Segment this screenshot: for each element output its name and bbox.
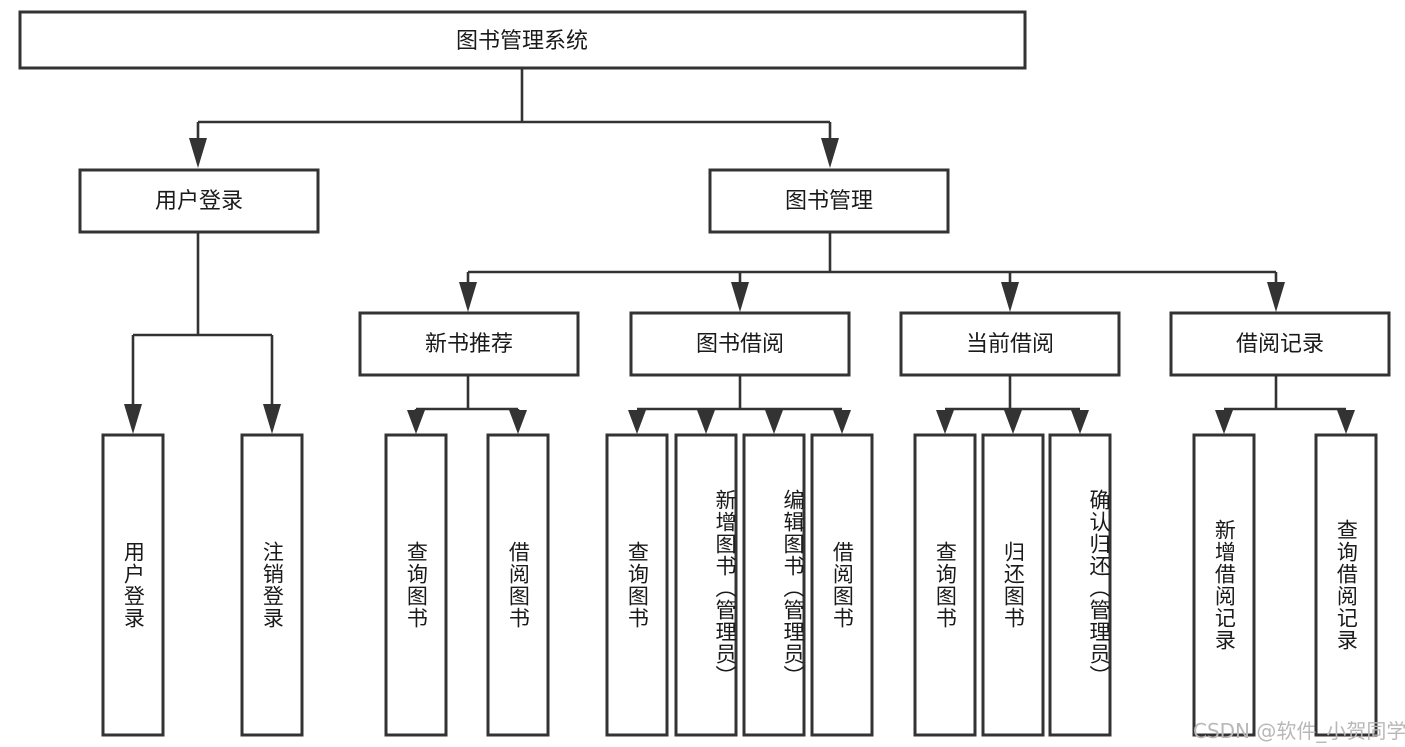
node-borrow-record-box[interactable] (1169, 311, 1391, 377)
node-book-borrow-label: 图书借阅 (696, 332, 784, 357)
leaf-query-record-box[interactable] (1314, 433, 1378, 737)
leaf-borrow-book-2-box[interactable] (810, 433, 874, 737)
connector-group-root (189, 68, 839, 168)
leaf-borrow-book-1-box[interactable] (486, 433, 550, 737)
connector-group-current (936, 375, 1089, 434)
connector-group-records (1215, 375, 1355, 434)
arrow-leaf-confirm-return (1071, 410, 1089, 434)
node-new-book-recommend-label: 新书推荐 (425, 332, 513, 357)
node-book-management-box[interactable] (708, 168, 950, 234)
node-root-box[interactable] (18, 10, 1027, 70)
arrow-to-records (1267, 282, 1285, 312)
node-root-label: 图书管理系统 (456, 29, 588, 54)
arrow-leaf-user-login (124, 404, 142, 434)
leaf-user-logout-box[interactable] (240, 433, 304, 737)
node-book-borrow-box[interactable] (629, 311, 851, 377)
connector-group-newbook (407, 375, 527, 434)
leaf-query-book-1-box[interactable] (384, 433, 448, 737)
arrow-leaf-query-book-2 (628, 410, 646, 434)
csdn-watermark: CSDN @软件_小贺同学 (1193, 719, 1405, 743)
leaf-query-book-3-box[interactable] (913, 433, 977, 737)
arrow-leaf-borrow-book-2 (833, 410, 851, 434)
node-current-borrow-box[interactable] (899, 311, 1121, 377)
arrow-leaf-query-record (1337, 410, 1355, 434)
node-new-book-recommend-box[interactable] (358, 311, 580, 377)
arrow-leaf-edit-book (765, 410, 783, 434)
arrow-leaf-borrow-book-1 (509, 410, 527, 434)
connector-group-bookmgmt (459, 232, 1285, 312)
arrow-leaf-return-book (1004, 410, 1022, 434)
leaf-return-book-box[interactable] (981, 433, 1045, 737)
arrow-to-current (1001, 282, 1019, 312)
arrow-leaf-query-book-3 (936, 410, 954, 434)
leaf-query-book-2-box[interactable] (605, 433, 669, 737)
arrow-leaf-user-logout (263, 404, 281, 434)
leaf-add-record-box[interactable] (1192, 433, 1256, 737)
arrow-leaf-add-book (697, 410, 715, 434)
leaf-edit-book-box[interactable] (742, 433, 806, 737)
leaf-add-book-box[interactable] (674, 433, 738, 737)
arrow-to-borrow (731, 282, 749, 312)
arrow-to-newbook (459, 282, 477, 312)
node-user-login-label: 用户登录 (155, 189, 243, 214)
arrow-leaf-query-book-1 (407, 410, 425, 434)
arrow-to-userlogin (189, 138, 207, 168)
node-book-management-label: 图书管理 (785, 189, 873, 214)
node-borrow-record-label: 借阅记录 (1236, 332, 1324, 357)
arrow-leaf-add-record (1215, 410, 1233, 434)
node-current-borrow-label: 当前借阅 (966, 332, 1054, 357)
connector-group-borrow (628, 375, 851, 434)
leaf-user-login-box[interactable] (101, 433, 165, 737)
node-user-login-box[interactable] (78, 168, 320, 234)
connector-group-userlogin (124, 232, 281, 434)
arrow-to-bookmgmt (821, 138, 839, 168)
leaf-confirm-return-box[interactable] (1048, 433, 1112, 737)
